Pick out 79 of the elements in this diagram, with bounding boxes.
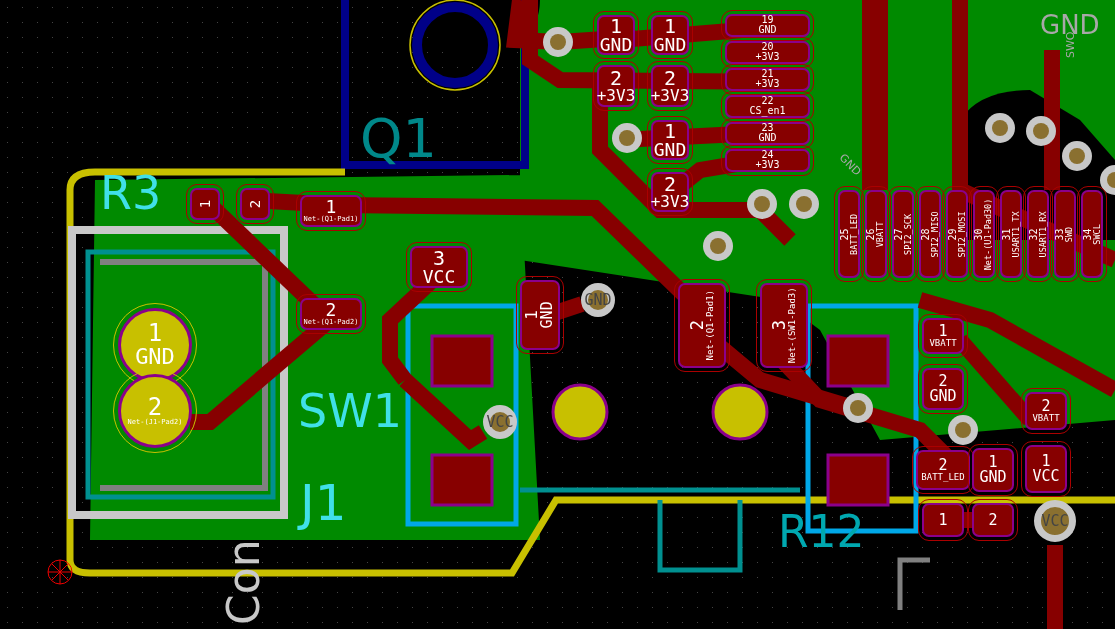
pad-number: 2 — [1041, 398, 1051, 414]
silkscreen-label: R3 — [100, 170, 162, 216]
pad-number: 2 — [988, 512, 998, 528]
pad-number: 2 — [663, 67, 676, 88]
net-name: Net-(Q1-Pad1) — [705, 290, 716, 361]
pad-number: 30 — [974, 228, 985, 240]
net-name: +3V3 — [650, 87, 690, 105]
pad-number: 24 — [761, 150, 774, 161]
net-name: BATT_LED — [849, 213, 859, 255]
net-name: USART1_RX — [1038, 210, 1048, 257]
pad-number: 3 — [770, 320, 788, 331]
net-name: GND — [653, 140, 687, 160]
pad-number: 2 — [609, 67, 622, 88]
net-name: VBATT — [1032, 413, 1060, 424]
silkscreen-label: SW1 — [298, 388, 402, 434]
net-name: SWD — [1065, 226, 1075, 242]
net-name: GND — [599, 35, 633, 55]
net-name: +3V3 — [755, 52, 780, 63]
pad-number: 29 — [947, 228, 958, 240]
net-name: GND — [653, 35, 687, 55]
net-name: SPI2_SCK — [903, 213, 913, 255]
pad-number: 1 — [988, 454, 998, 470]
pad-number: 1 — [609, 15, 622, 36]
pad-number: 1 — [524, 310, 541, 320]
pad-number: 22 — [761, 96, 774, 107]
net-name: Net-(U1-Pad30) — [984, 198, 994, 270]
net-name: GND — [929, 388, 957, 405]
pad-number: 1 — [1041, 453, 1051, 469]
pad-number: 1 — [938, 323, 948, 339]
pad-number: 28 — [920, 228, 931, 240]
net-name: +3V3 — [755, 79, 780, 90]
pad-number: 2 — [938, 373, 948, 389]
net-name: +3V3 — [755, 160, 780, 171]
net-name: SPI2_MOSI — [957, 210, 967, 257]
pad-number: 34 — [1082, 227, 1093, 240]
pad-number: 1 — [325, 198, 337, 217]
pad-number: 2 — [663, 173, 676, 194]
via — [1034, 500, 1076, 542]
net-name: VCC — [1041, 513, 1069, 529]
pad-number: 25 — [839, 227, 850, 240]
pad-number: 33 — [1055, 227, 1066, 240]
pad-number: 1 — [663, 15, 676, 36]
net-name: GND — [979, 469, 1007, 486]
pad-number: 19 — [761, 15, 774, 26]
net-name: CS_en1 — [749, 106, 786, 117]
silkscreen-label: Q1 — [360, 112, 437, 166]
net-name: GND — [758, 25, 777, 36]
pad-number: 1 — [147, 321, 163, 346]
net-name: +3V3 — [650, 193, 690, 211]
pad-number: 2 — [325, 301, 337, 320]
net-name: +3V3 — [596, 87, 636, 105]
pad-number: 1 — [938, 512, 948, 528]
pad-number: 23 — [761, 123, 774, 134]
net-name: VBATT — [876, 221, 886, 247]
pad-number: 26 — [866, 228, 877, 240]
net-name: VBATT — [929, 338, 957, 349]
pad-number: 3 — [432, 247, 445, 268]
pad-number: 20 — [761, 42, 774, 53]
net-name: GND — [758, 133, 777, 144]
net-name: VCC — [422, 267, 456, 287]
net-name: BATT_LED — [921, 472, 965, 483]
net-name: SWCL — [1092, 223, 1102, 245]
pad-number: 1 — [198, 199, 212, 209]
pad-number: 2 — [147, 395, 163, 420]
pad-number: 1 — [663, 120, 676, 141]
net-name: SPI2_MISO — [930, 210, 940, 257]
pad-number: 27 — [893, 227, 904, 240]
pad-number: 32 — [1028, 228, 1039, 240]
net-name: GND — [135, 345, 175, 369]
net-name: USART1_TX — [1011, 210, 1021, 257]
silkscreen-label: Con — [222, 539, 266, 625]
pad-number: 2 — [248, 199, 262, 209]
pad-number: 31 — [1001, 228, 1012, 240]
pad-number: 21 — [761, 69, 774, 80]
net-name: VCC — [1032, 468, 1060, 485]
pad-number: 2 — [688, 320, 706, 331]
net-name: Net-(SW1-Pad3) — [787, 287, 798, 364]
pad-number: 2 — [938, 457, 948, 473]
net-name: GND — [540, 301, 556, 329]
